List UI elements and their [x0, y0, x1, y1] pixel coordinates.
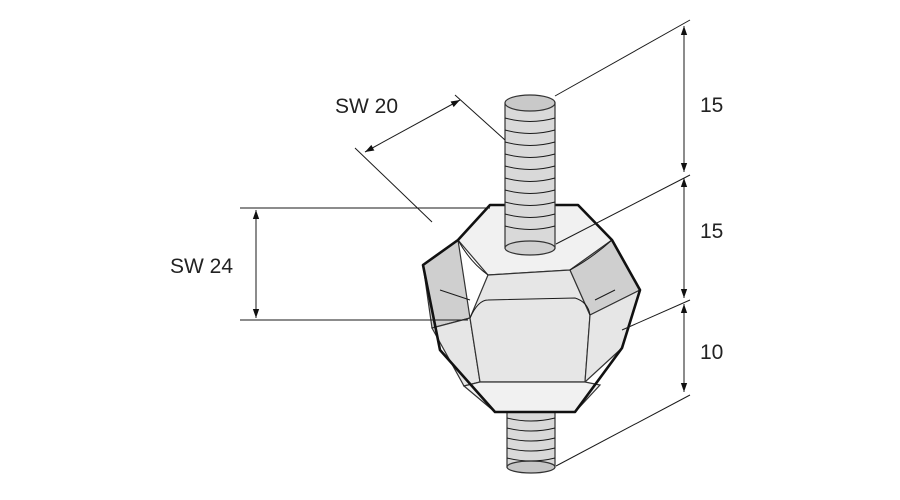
dimension-sw20	[354, 94, 506, 223]
dimension-chain-right	[554, 19, 691, 467]
dimension-label-upper-stud: 15	[700, 94, 723, 117]
upper-threaded-stud	[504, 94, 556, 256]
lower-threaded-stud	[506, 404, 556, 474]
dimension-label-body-height: 15	[700, 220, 723, 243]
dimension-label-sw20: SW 20	[335, 95, 398, 118]
dimension-label-lower-stud: 10	[700, 341, 723, 364]
dimension-label-sw24: SW 24	[170, 255, 233, 278]
dimension-sw24	[240, 207, 490, 321]
